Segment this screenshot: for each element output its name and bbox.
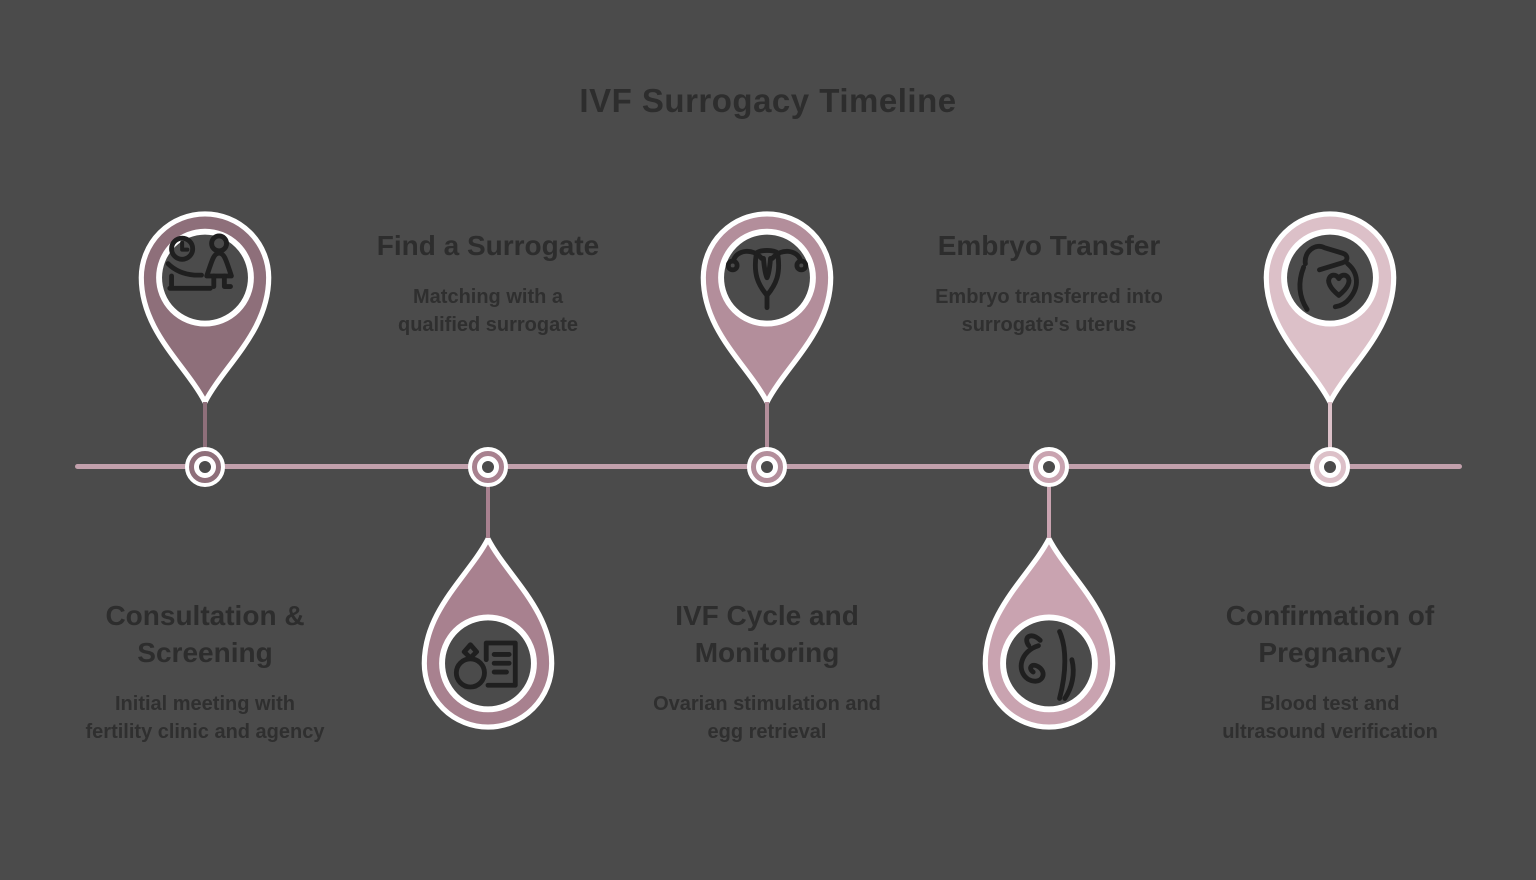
timeline-node-hole <box>756 456 778 478</box>
location-pin-marker <box>413 533 563 733</box>
ring-contract-icon <box>453 640 518 690</box>
step-heading: Confirmation of Pregnancy <box>1225 600 1435 668</box>
consultation-clock-icon <box>165 233 234 291</box>
pin-connector-line <box>486 482 490 538</box>
step-text-block: IVF Cycle and Monitoring Ovarian stimula… <box>607 598 927 746</box>
timeline-node <box>1029 447 1069 487</box>
timeline-node-hole <box>1038 456 1060 478</box>
pregnancy-heart-icon <box>1297 243 1359 312</box>
step-text-block: Consultation & Screening Initial meeting… <box>45 598 365 746</box>
location-pin-marker <box>1255 208 1405 408</box>
timeline-node <box>747 447 787 487</box>
step-heading: IVF Cycle and Monitoring <box>675 600 859 668</box>
location-pin-marker <box>130 208 280 408</box>
timeline-node-hole <box>194 456 216 478</box>
timeline-node-hole <box>1319 456 1341 478</box>
step-heading: Find a Surrogate <box>376 230 600 261</box>
step-text-block: Find a Surrogate Matching with a qualifi… <box>328 228 648 339</box>
step-description: Blood test and ultrasound verification <box>1222 692 1438 743</box>
timeline-step-find-surrogate: Find a Surrogate Matching with a qualifi… <box>328 0 648 880</box>
timeline-step-embryo-transfer: Embryo Transfer Embryo transferred into … <box>889 0 1209 880</box>
location-pin-marker <box>692 208 842 408</box>
timeline-node <box>185 447 225 487</box>
pregnant-embryo-icon <box>1018 629 1076 701</box>
step-description: Ovarian stimulation and egg retrieval <box>653 692 881 743</box>
pin-connector-line <box>1047 482 1051 538</box>
timeline-step-consultation: Consultation & Screening Initial meeting… <box>45 0 365 880</box>
step-description: Matching with a qualified surrogate <box>397 285 579 336</box>
timeline-node-hole <box>477 456 499 478</box>
timeline-node <box>1310 447 1350 487</box>
location-pin-marker <box>974 533 1124 733</box>
pin-connector-line <box>203 402 207 452</box>
step-text-block: Embryo Transfer Embryo transferred into … <box>889 228 1209 339</box>
timeline-step-ivf-cycle: IVF Cycle and Monitoring Ovarian stimula… <box>607 0 927 880</box>
timeline-step-confirmation: Confirmation of Pregnancy Blood test and… <box>1170 0 1490 880</box>
step-heading: Consultation & Screening <box>105 600 305 668</box>
uterus-icon <box>725 248 809 311</box>
timeline-node <box>468 447 508 487</box>
step-description: Embryo transferred into surrogate's uter… <box>935 285 1163 336</box>
step-text-block: Confirmation of Pregnancy Blood test and… <box>1170 598 1490 746</box>
page-title: IVF Surrogacy Timeline <box>579 82 957 119</box>
pin-connector-line <box>1328 402 1332 452</box>
step-heading: Embryo Transfer <box>937 230 1161 261</box>
pin-connector-line <box>765 402 769 452</box>
step-description: Initial meeting with fertility clinic an… <box>85 692 325 743</box>
